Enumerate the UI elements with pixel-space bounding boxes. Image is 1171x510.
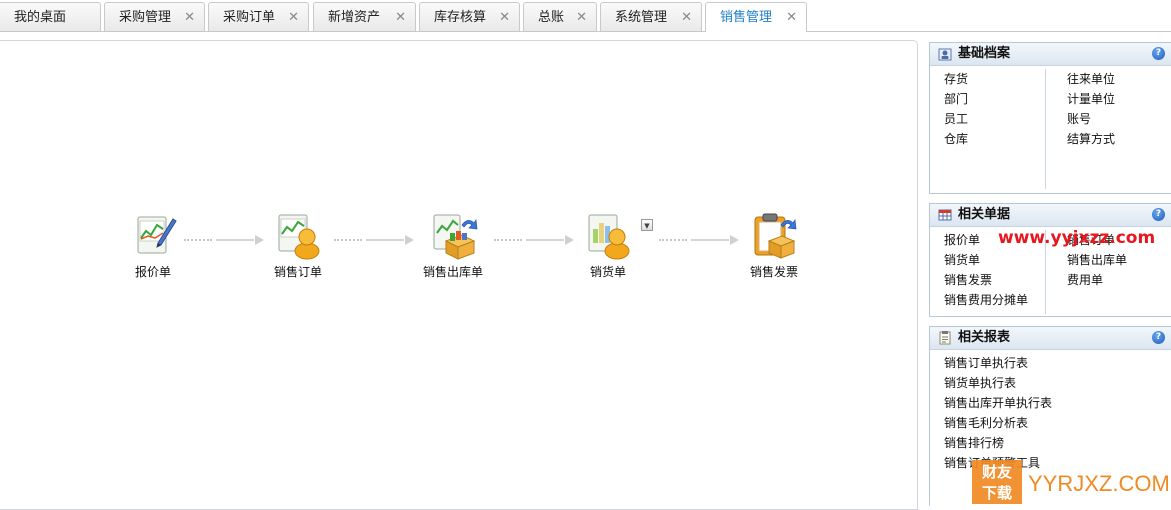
- related-reports-panel: 相关报表 ? 销售订单执行表 销货单执行表 销售出库开单执行表 销售毛利分析表 …: [929, 326, 1171, 506]
- link-quote[interactable]: 报价单: [944, 233, 981, 247]
- flow-arrow: [334, 235, 414, 245]
- panel-header: 相关单据 ?: [930, 204, 1171, 227]
- link-outbound-billing-execution-report[interactable]: 销售出库开单执行表: [944, 396, 1053, 410]
- help-icon[interactable]: ?: [1152, 208, 1165, 221]
- flow-node-label: 销售发票: [749, 265, 798, 279]
- tab-purchase-management[interactable]: 采购管理 ✕: [104, 2, 205, 31]
- flow-node-label: 报价单: [134, 265, 171, 279]
- logo-badge-bottom: 下载: [982, 484, 1012, 502]
- site-logo: 财友 下载 YYRJXZ.COM: [972, 460, 1170, 504]
- close-icon[interactable]: ✕: [395, 10, 406, 25]
- link-account[interactable]: 账号: [1067, 112, 1092, 126]
- flow-arrow: [184, 235, 264, 245]
- quote-doc-icon: [128, 211, 178, 261]
- table-grid-icon: [938, 208, 952, 222]
- link-sales-outbound[interactable]: 销售出库单: [1067, 253, 1128, 267]
- close-icon[interactable]: ✕: [576, 10, 587, 25]
- help-icon[interactable]: ?: [1152, 331, 1165, 344]
- link-unit-of-measure[interactable]: 计量单位: [1067, 92, 1116, 106]
- watermark-text: www.yyjxzz.com: [998, 228, 1156, 248]
- link-sales-ranking[interactable]: 销售排行榜: [944, 436, 1005, 450]
- basic-archives-right-list: 往来单位 计量单位 账号 结算方式: [1067, 69, 1115, 149]
- sales-invoice-clipboard-icon: [749, 211, 799, 261]
- flow-node-sales-order[interactable]: 销售订单: [243, 211, 353, 280]
- close-icon[interactable]: ✕: [499, 10, 510, 25]
- chevron-down-icon[interactable]: ▼: [641, 219, 653, 231]
- tab-inventory-accounting[interactable]: 库存核算 ✕: [419, 2, 520, 31]
- sales-outbound-box-icon: [428, 211, 478, 261]
- tab-label: 采购管理: [119, 10, 172, 25]
- link-sales-expense-allocation[interactable]: 销售费用分摊单: [944, 293, 1029, 307]
- flow-arrow: [659, 235, 739, 245]
- flow-node-label: 销售订单: [273, 265, 322, 279]
- user-profile-icon: [938, 47, 952, 61]
- tab-label: 采购订单: [223, 10, 276, 25]
- link-settlement-method[interactable]: 结算方式: [1067, 132, 1116, 146]
- tab-label: 销售管理: [720, 10, 773, 25]
- flow-node-sales-delivery[interactable]: 销货单: [553, 211, 663, 280]
- related-documents-panel: 相关单据 ? 报价单 销货单 销售发票 销售费用分摊单 销售订单 销售出库单 费…: [929, 203, 1171, 317]
- basic-archives-panel: 基础档案 ? 存货 部门 员工 仓库 往来单位 计量单位 账号 结算方式: [929, 42, 1171, 194]
- tab-general-ledger[interactable]: 总账 ✕: [523, 2, 597, 31]
- related-documents-right-list: 销售订单 销售出库单 费用单: [1067, 230, 1127, 290]
- tab-purchase-order[interactable]: 采购订单 ✕: [208, 2, 309, 31]
- tab-sales-management[interactable]: 销售管理 ✕: [705, 2, 807, 32]
- sales-flow-canvas: 报价单 销售订单: [0, 40, 918, 510]
- tab-label: 我的桌面: [14, 10, 67, 25]
- flow-node-label: 销售出库单: [422, 265, 483, 279]
- close-icon[interactable]: ✕: [288, 10, 299, 25]
- tab-bar-divider: [0, 31, 705, 32]
- related-reports-list: 销售订单执行表 销货单执行表 销售出库开单执行表 销售毛利分析表 销售排行榜 销…: [944, 353, 1052, 473]
- tab-label: 系统管理: [615, 10, 668, 25]
- tab-new-asset[interactable]: 新增资产 ✕: [313, 2, 416, 31]
- tab-desktop[interactable]: 我的桌面: [0, 2, 101, 31]
- panel-title: 相关报表: [958, 330, 1011, 345]
- panel-title: 基础档案: [958, 46, 1011, 61]
- help-icon[interactable]: ?: [1152, 47, 1165, 60]
- sales-order-user-icon: [273, 211, 323, 261]
- link-business-partner[interactable]: 往来单位: [1067, 72, 1116, 86]
- link-sales-order[interactable]: 销售订单: [1067, 233, 1116, 247]
- tab-bar-divider: [807, 31, 1171, 32]
- logo-badge-top: 财友: [982, 463, 1012, 481]
- close-icon[interactable]: ✕: [681, 10, 692, 25]
- related-documents-left-list: 报价单 销货单 销售发票 销售费用分摊单: [944, 230, 1028, 310]
- panel-title: 相关单据: [958, 207, 1011, 222]
- tab-label: 新增资产: [328, 10, 381, 25]
- logo-text: YYRJXZ.COM: [1028, 471, 1168, 496]
- report-list-icon: [938, 331, 952, 345]
- panel-header: 基础档案 ?: [930, 43, 1171, 66]
- tab-bar: 我的桌面 采购管理 ✕ 采购订单 ✕ 新增资产 ✕ 库存核算 ✕ 总账 ✕ 系统…: [0, 0, 1171, 32]
- tab-label: 库存核算: [434, 10, 487, 25]
- column-divider: [1045, 69, 1046, 189]
- close-icon[interactable]: ✕: [184, 10, 195, 25]
- link-gross-profit-analysis-report[interactable]: 销售毛利分析表: [944, 416, 1029, 430]
- panel-header: 相关报表 ?: [930, 327, 1171, 350]
- flow-arrow: [494, 235, 574, 245]
- link-department[interactable]: 部门: [944, 92, 969, 106]
- basic-archives-left-list: 存货 部门 员工 仓库: [944, 69, 968, 149]
- tab-system-management[interactable]: 系统管理 ✕: [600, 2, 702, 31]
- link-sales-invoice[interactable]: 销售发票: [944, 273, 993, 287]
- link-inventory[interactable]: 存货: [944, 72, 969, 86]
- flow-node-quote[interactable]: 报价单: [98, 211, 208, 280]
- link-expense-bill[interactable]: 费用单: [1067, 273, 1104, 287]
- link-delivery-note-execution-report[interactable]: 销货单执行表: [944, 376, 1017, 390]
- flow-node-label: 销货单: [589, 265, 626, 279]
- sales-delivery-user-icon: [583, 211, 633, 261]
- flow-node-sales-outbound[interactable]: 销售出库单: [398, 211, 508, 280]
- flow-node-sales-invoice[interactable]: 销售发票: [719, 211, 829, 280]
- link-employee[interactable]: 员工: [944, 112, 969, 126]
- tab-label: 总账: [538, 10, 565, 25]
- column-divider: [1045, 230, 1046, 314]
- link-warehouse[interactable]: 仓库: [944, 132, 969, 146]
- link-sales-order-execution-report[interactable]: 销售订单执行表: [944, 356, 1029, 370]
- link-delivery-note[interactable]: 销货单: [944, 253, 981, 267]
- close-icon[interactable]: ✕: [786, 10, 797, 25]
- site-logo-graphic: 财友 下载 YYRJXZ.COM: [972, 460, 1170, 504]
